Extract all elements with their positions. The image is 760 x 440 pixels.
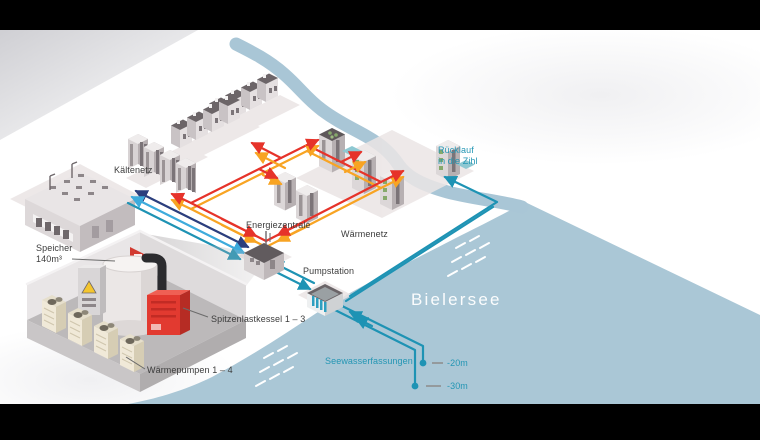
label-depth-30: -30m — [447, 381, 468, 391]
label-energy-center: Energiezentrale — [246, 220, 311, 230]
depth-dot-20 — [419, 359, 427, 367]
rooftop-pool-2 — [457, 160, 475, 169]
lake — [128, 202, 760, 404]
apartment-towers — [128, 134, 196, 193]
label-cooling-network: Kältenetz — [114, 165, 153, 175]
label-lake-water-intakes: Seewasserfassungen — [325, 356, 413, 366]
warehouse-antennas — [49, 161, 78, 190]
peak-load-boiler — [147, 290, 190, 335]
label-peak-load-boilers: Spitzenlastkessel 1 – 3 — [211, 314, 306, 324]
depth-dot-30 — [411, 382, 419, 390]
heat-pump-units — [42, 295, 144, 372]
energy-center-building — [244, 231, 284, 280]
green-roof-building — [319, 128, 345, 173]
top-letterbox-bar — [0, 0, 760, 30]
row-houses-a — [171, 95, 240, 148]
electrical-cabinet — [78, 265, 106, 315]
bottom-letterbox-bar — [0, 404, 760, 440]
label-lake-name: Bielersee — [411, 290, 502, 309]
intake-depth-markers — [411, 359, 443, 390]
boiler-chimney — [141, 253, 167, 299]
pump-station-building — [307, 284, 343, 316]
plant-room-cutaway — [25, 229, 248, 392]
office-tower-plain-2 — [296, 185, 318, 224]
lake-ripples — [255, 235, 490, 387]
label-pump-station: Pumpstation — [303, 266, 355, 276]
label-pointers — [71, 233, 271, 370]
label-return-flow: Rücklauf in die Zihl — [438, 145, 478, 166]
pointer-boilers — [182, 307, 209, 318]
pointer-heat-pumps — [125, 356, 146, 370]
return-pipe — [344, 175, 499, 303]
label-storage-tank: Speicher 140m³ — [36, 243, 73, 264]
office-tower-far-right — [436, 140, 460, 180]
label-heating-network: Wärmenetz — [341, 229, 388, 239]
river — [229, 37, 529, 214]
label-heat-pumps: Wärmepumpen 1 – 4 — [147, 365, 233, 375]
warehouse-building — [25, 161, 135, 252]
label-depth-20: -20m — [447, 358, 468, 368]
pointer-storage — [71, 258, 116, 262]
